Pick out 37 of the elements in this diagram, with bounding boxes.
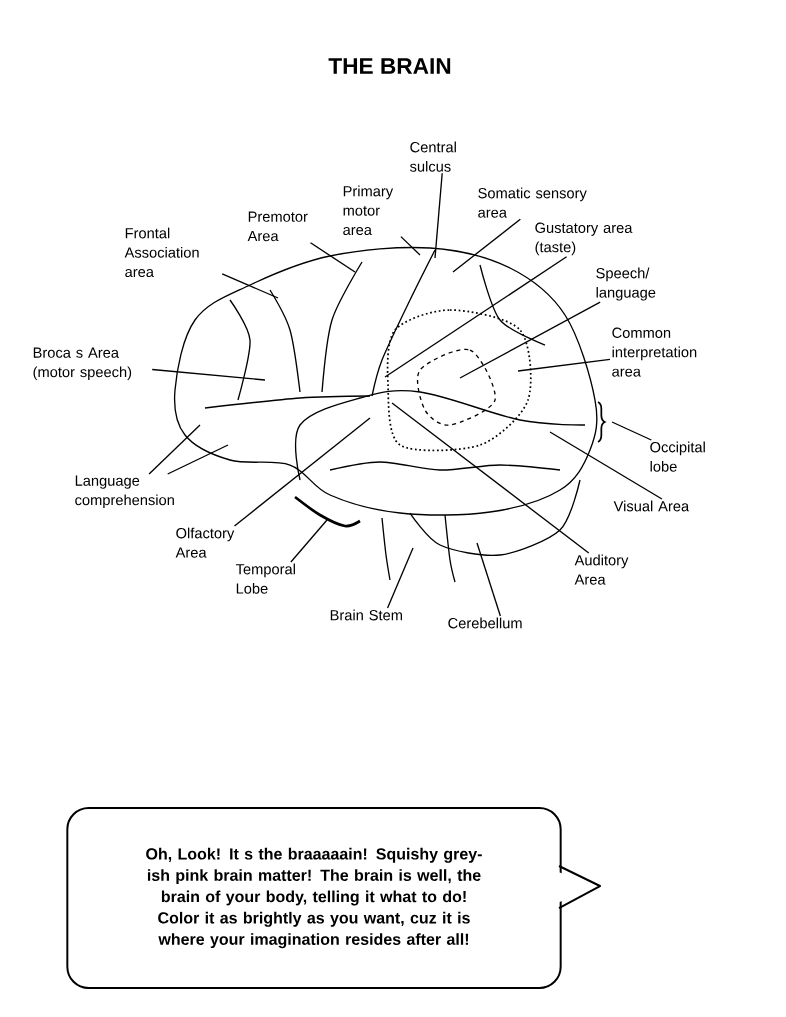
leader-line (476, 542, 502, 617)
leader-line (151, 368, 266, 381)
label-text: Olfactory Area (175, 527, 235, 558)
leader-line (221, 273, 279, 299)
label-text: Frontal Association area (124, 227, 199, 278)
leader-line (384, 256, 568, 378)
leader-line (148, 424, 201, 475)
label-text: Primary motor area (343, 185, 394, 236)
label-text: Language comprehension (75, 475, 174, 509)
leader-line (459, 301, 601, 379)
label-text: Premotor Area (247, 211, 308, 242)
label-text: Cerebellum (448, 617, 522, 629)
label-text: Temporal Lobe (235, 563, 295, 594)
leader-line (290, 519, 328, 563)
leader-line (517, 358, 611, 372)
leader-line (233, 417, 371, 527)
speech-bubble: Oh, Look! It s the braaaaain! Squishy grey-ish pink brain matter! The brain is well, the brain of your body, telling it what to do! Color it as brightly as you want, cuz it is where your imagination resides after all! (66, 807, 601, 989)
label-text: Common interpretation area (612, 327, 697, 377)
leader-line (386, 547, 414, 609)
label-text: Broca s Area (motor speech) (33, 347, 132, 381)
label-text: Auditory Area (574, 554, 629, 585)
leader-line (611, 421, 652, 441)
leader-line (309, 242, 356, 273)
label-text: Brain Stem (330, 609, 402, 621)
title: THE BRAIN (328, 58, 451, 74)
label-text: Visual Area (613, 500, 690, 512)
label-text: Occipital lobe (650, 441, 705, 472)
label-text: Central sulcus (410, 141, 456, 172)
leader-line (434, 172, 443, 259)
leader-line (452, 218, 521, 273)
label-text: Speech/ language (596, 267, 656, 301)
label-text: Gustatory area (taste) (535, 222, 633, 256)
leader-line (549, 431, 663, 500)
leader-line (167, 444, 229, 475)
leader-line (391, 402, 590, 554)
leader-line (400, 235, 421, 256)
label-text: Somatic sensory area (478, 187, 587, 218)
